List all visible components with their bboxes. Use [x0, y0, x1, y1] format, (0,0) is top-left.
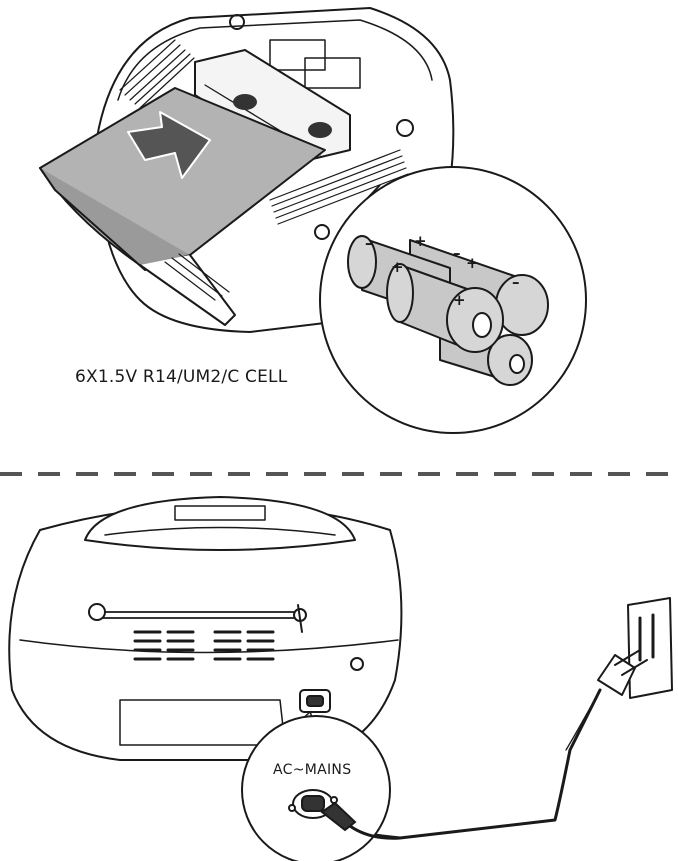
ac-mains-label: AC~MAINS [273, 762, 351, 778]
minus-mark: – [512, 273, 520, 291]
wall-outlet [628, 598, 672, 698]
plus-mark: + [466, 254, 479, 272]
plus-mark: + [391, 258, 404, 276]
minus-mark: – [365, 234, 373, 252]
plus-mark: + [414, 232, 427, 250]
callout-circle [242, 716, 390, 861]
minus-mark: – [453, 244, 461, 262]
plus-mark: + [453, 291, 466, 309]
cd-lid [85, 497, 355, 550]
battery-spec-label: 6X1.5V R14/UM2/C CELL [75, 367, 287, 387]
